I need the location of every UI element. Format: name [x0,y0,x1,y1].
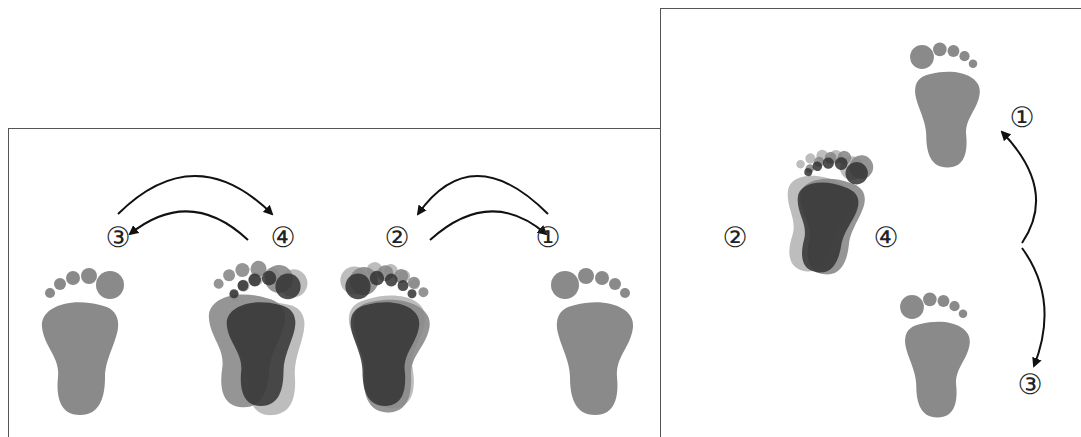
step-arrow [430,211,546,240]
panel-border [661,9,1081,437]
step-arrow [418,176,548,214]
right-footprint [551,268,633,415]
step-arrow [1002,132,1036,243]
step-number: ① [1009,104,1034,132]
left-footprint [42,268,124,415]
step-number: ② [384,224,409,252]
step-number: ④ [270,224,295,252]
step-arrow [130,211,248,240]
panel-border [9,129,661,437]
overlapping-footprints [772,142,874,279]
overlapping-footprints [339,259,433,415]
step-number: ③ [1017,371,1042,399]
right-footprint [910,43,980,168]
step-number: ④ [873,224,898,252]
step-arrow [1022,248,1045,366]
right-footprint [900,293,970,418]
step-number: ③ [105,224,130,252]
overlapping-footprints [204,258,316,417]
step-number: ① [535,224,560,252]
step-number: ② [722,224,747,252]
step-arrow [118,176,272,214]
